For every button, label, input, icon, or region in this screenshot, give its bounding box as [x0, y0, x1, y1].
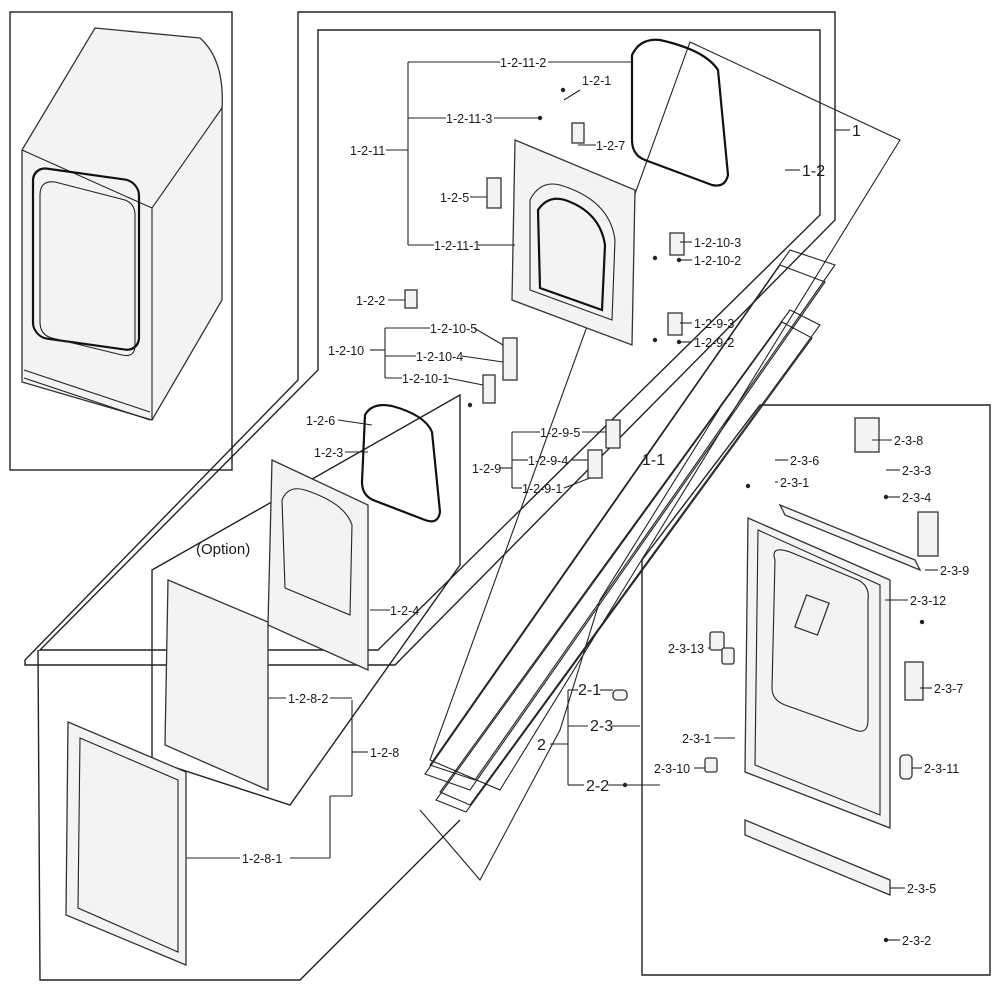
- door-gasket: [630, 38, 730, 187]
- label-2-3-5: 2-3-5: [907, 882, 936, 896]
- label-2-3-3: 2-3-3: [902, 464, 931, 478]
- label-1-2-9-3: 1-2-9-3: [694, 317, 734, 331]
- label-1-2: 1-2: [802, 163, 825, 180]
- label-1-2-9-1: 1-2-9-1: [522, 482, 562, 496]
- label-1-2-7: 1-2-7: [596, 139, 625, 153]
- label-2-3-4: 2-3-4: [902, 491, 931, 505]
- label-1-2-8-2: 1-2-8-2: [288, 692, 328, 706]
- label-2: 2: [537, 737, 546, 754]
- label-1-2-9-2: 1-2-9-2: [694, 336, 734, 350]
- label-1-2-3: 1-2-3: [314, 446, 343, 460]
- dryer-overview-panel: [9, 11, 233, 471]
- label-1-2-2: 1-2-2: [356, 294, 385, 308]
- label-2-1: 2-1: [578, 682, 601, 699]
- label-1-2-10-3: 1-2-10-3: [694, 236, 741, 250]
- label-2-3-7: 2-3-7: [934, 682, 963, 696]
- label-1-2-6: 1-2-6: [306, 414, 335, 428]
- label-2-3-12: 2-3-12: [910, 594, 946, 608]
- label-2-3-11: 2-3-11: [924, 762, 959, 776]
- label-1: 1: [852, 123, 861, 140]
- inner-door-frame: [511, 139, 636, 346]
- label-1-2-5: 1-2-5: [440, 191, 469, 205]
- label-2-3-1a: 2-3-1: [780, 476, 809, 490]
- label-1-2-10-5: 1-2-10-5: [430, 322, 477, 336]
- label-2-2: 2-2: [586, 778, 609, 795]
- label-1-2-10: 1-2-10: [328, 344, 364, 358]
- label-2-3-6: 2-3-6: [790, 454, 819, 468]
- label-2-3-1b: 2-3-1: [682, 732, 711, 746]
- label-1-2-9: 1-2-9: [472, 462, 501, 476]
- label-1-1: 1-1: [642, 452, 665, 469]
- hinge-parts: [404, 122, 685, 701]
- label-1-2-8-1: 1-2-8-1: [242, 852, 282, 866]
- label-2-3-2: 2-3-2: [902, 934, 931, 948]
- label-1-2-4: 1-2-4: [390, 604, 419, 618]
- label-2-3-8: 2-3-8: [894, 434, 923, 448]
- label-1-2-10-1: 1-2-10-1: [402, 372, 449, 386]
- label-2-3-10: 2-3-10: [654, 762, 690, 776]
- label-2-3-13: 2-3-13: [668, 642, 704, 656]
- mid-door-parts: [65, 403, 442, 966]
- label-2-3: 2-3: [590, 718, 613, 735]
- label-1-2-10-4: 1-2-10-4: [416, 350, 463, 364]
- lower-assembly-panel: [641, 404, 991, 976]
- label-1-2-9-4: 1-2-9-4: [528, 454, 568, 468]
- label-1-2-11-1: 1-2-11-1: [434, 239, 480, 253]
- label-1-2-9-5: 1-2-9-5: [540, 426, 580, 440]
- fastener-dots: [467, 87, 925, 943]
- label-1-2-11-2: 1-2-11-2: [500, 56, 546, 70]
- seal-plane-outlines: [419, 41, 901, 881]
- label-2-3-9: 2-3-9: [940, 564, 969, 578]
- option-label: (Option): [196, 541, 250, 558]
- label-1-2-11: 1-2-11: [350, 144, 385, 158]
- label-1-2-8: 1-2-8: [370, 746, 399, 760]
- label-1-2-1: 1-2-1: [582, 74, 611, 88]
- label-1-2-10-2: 1-2-10-2: [694, 254, 741, 268]
- label-1-2-11-3: 1-2-11-3: [446, 112, 492, 126]
- part-labels: 1 1-2 1-1 1-2-11-2 1-2-1 1-2-11-3 1-2-7 …: [196, 56, 969, 948]
